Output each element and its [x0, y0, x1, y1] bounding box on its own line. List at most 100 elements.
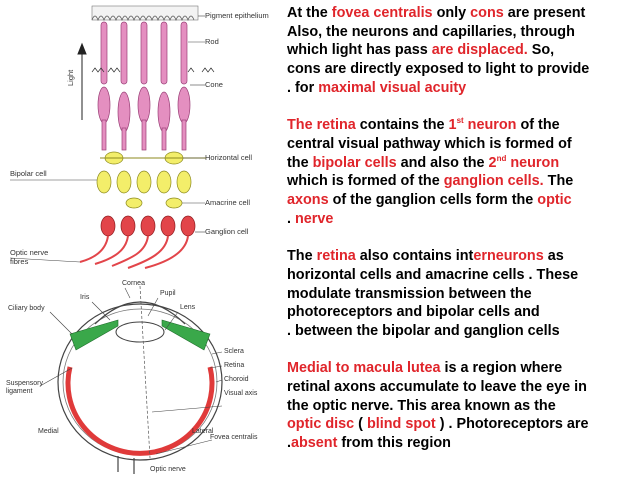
- label-iris: Iris: [80, 294, 90, 301]
- highlight-retina: retina: [316, 248, 356, 265]
- ciliary-body-left: [69, 319, 119, 351]
- outer-limiting-membrane: [91, 67, 215, 73]
- label-optic-nerve: Optic nerve: [150, 466, 186, 473]
- text-run: .: [287, 435, 291, 452]
- label-optic-nerve-fibres-line2: fibres: [10, 257, 29, 266]
- text-run: cons are directly exposed to light to pr…: [287, 61, 590, 78]
- text-run: The: [287, 248, 317, 265]
- label-suspensory-ligament-line1: Suspensory: [6, 380, 43, 387]
- highlight-neuron: neuron: [463, 117, 517, 134]
- label-bipolar-cell: Bipolar cell: [10, 169, 47, 178]
- text-run: of the ganglion cells form the: [328, 192, 538, 209]
- text-run: as: [543, 248, 564, 265]
- highlight-blind-spot: blind spot: [366, 416, 436, 433]
- text-run: . between the bipolar and ganglion cells: [287, 322, 560, 339]
- retina-leader-lines: [9, 15, 205, 263]
- label-amacrine-cell: Amacrine cell: [205, 198, 251, 207]
- superscript-nd: nd: [496, 153, 507, 163]
- highlight-ordinal-1: 1: [448, 117, 457, 134]
- text-run: also contains int: [355, 248, 474, 265]
- text-run: from this region: [337, 435, 451, 452]
- highlight-medial-to-macula-lutea: Medial to macula lutea: [287, 360, 441, 377]
- retina-layers-svg: [9, 5, 215, 269]
- visual-axis: [139, 285, 151, 459]
- cone-cells: [97, 86, 191, 151]
- text-run: So,: [527, 42, 555, 59]
- optic-nerve: [117, 456, 135, 474]
- highlight-the-retina: The retina: [287, 117, 356, 134]
- label-cornea: Cornea: [122, 280, 145, 287]
- text-run: Also, the neurons and capillaries, throu…: [287, 23, 575, 40]
- highlight-axons: axons: [287, 192, 329, 209]
- text-run: is a region where: [440, 360, 563, 377]
- highlight-ordinal-2: 2: [488, 154, 497, 171]
- highlight-absent: absent: [291, 435, 338, 452]
- highlight-ganglion-cells: ganglion cells.: [443, 173, 544, 190]
- ganglion-cells: [100, 215, 196, 237]
- text-run: modulate transmission between the: [287, 285, 532, 302]
- highlight-nerve: nerve: [295, 210, 334, 227]
- label-optic-nerve-fibres-line1: Optic nerve: [10, 248, 49, 257]
- highlight-fovea-centralis: fovea centralis: [331, 5, 433, 21]
- text-run: (: [354, 416, 367, 433]
- text-run: and also the: [396, 154, 489, 171]
- eye-cross-section-svg: [39, 285, 223, 474]
- label-ganglion-cell: Ganglion cell: [205, 227, 249, 236]
- retina-layers-diagram: Pigment epithelium Rod Cone Light Horizo…: [0, 0, 285, 270]
- highlight-neuron: neuron: [506, 154, 560, 171]
- rod-cells: [100, 21, 188, 85]
- paragraph-fovea: At the fovea centralis only cons are pre…: [287, 4, 635, 98]
- highlight-cons: cons: [470, 5, 504, 21]
- pigment-epithelium: [91, 5, 199, 21]
- label-lateral: Lateral: [192, 428, 214, 435]
- text-run: ) . Photoreceptors are: [435, 416, 589, 433]
- highlight-optic: optic: [537, 192, 572, 209]
- highlight-interneurons: erneurons: [473, 248, 544, 265]
- text-run: retinal axons accumulate to leave the ey…: [287, 379, 587, 396]
- optic-nerve-fibres: [79, 235, 189, 269]
- label-visual-axis: Visual axis: [224, 390, 258, 397]
- text-run: The: [543, 173, 574, 190]
- text-run: central visual pathway which is formed o…: [287, 135, 572, 152]
- text-run: which is formed of the: [287, 173, 444, 190]
- label-choroid: Choroid: [224, 376, 249, 383]
- text-run: contains the: [355, 117, 449, 134]
- lens: [115, 321, 165, 343]
- label-retina: Retina: [224, 362, 245, 369]
- text-run: which light has pass: [287, 42, 432, 59]
- retina-layer: [65, 366, 215, 456]
- eye-cross-section-diagram: Cornea Iris Pupil Ciliary body Lens Scle…: [0, 272, 285, 478]
- text-run: . for: [287, 79, 319, 96]
- text-run: are present: [503, 5, 586, 21]
- label-cone: Cone: [205, 80, 223, 89]
- ciliary-body-right: [161, 319, 211, 351]
- label-pupil: Pupil: [160, 290, 176, 297]
- highlight-optic-disc: optic disc: [287, 416, 355, 433]
- light-arrow: [77, 42, 87, 120]
- sclera: [57, 303, 223, 461]
- label-sclera: Sclera: [224, 348, 244, 355]
- explanatory-text: At the fovea centralis only cons are pre…: [287, 4, 635, 472]
- label-ciliary-body: Ciliary body: [8, 305, 45, 312]
- label-horizontal-cell: Horizontal cell: [205, 153, 253, 162]
- label-pigment-epithelium: Pigment epithelium: [205, 11, 269, 20]
- label-suspensory-ligament-line2: ligament: [6, 388, 33, 395]
- label-light: Light: [66, 69, 75, 86]
- label-medial: Medial: [38, 428, 59, 435]
- text-run: the: [287, 154, 313, 171]
- label-fovea-centralis: Fovea centralis: [210, 434, 258, 441]
- text-run: of the: [516, 117, 560, 134]
- text-run: At the: [287, 5, 332, 21]
- text-run: the optic nerve. This area known as the: [287, 397, 556, 414]
- text-run: horizontal cells and amacrine cells . Th…: [287, 266, 579, 283]
- highlight-bipolar-cells: bipolar cells: [312, 154, 397, 171]
- highlight-are-displaced: are displaced.: [431, 42, 528, 59]
- label-rod: Rod: [205, 37, 219, 46]
- label-lens: Lens: [180, 304, 196, 311]
- superscript-st: st: [456, 116, 464, 126]
- highlight-maximal-visual-acuity: maximal visual acuity: [318, 79, 467, 96]
- text-run: photoreceptors and bipolar cells and: [287, 304, 540, 321]
- bipolar-cells: [96, 170, 192, 194]
- text-run: only: [432, 5, 471, 21]
- amacrine-cells: [125, 197, 183, 209]
